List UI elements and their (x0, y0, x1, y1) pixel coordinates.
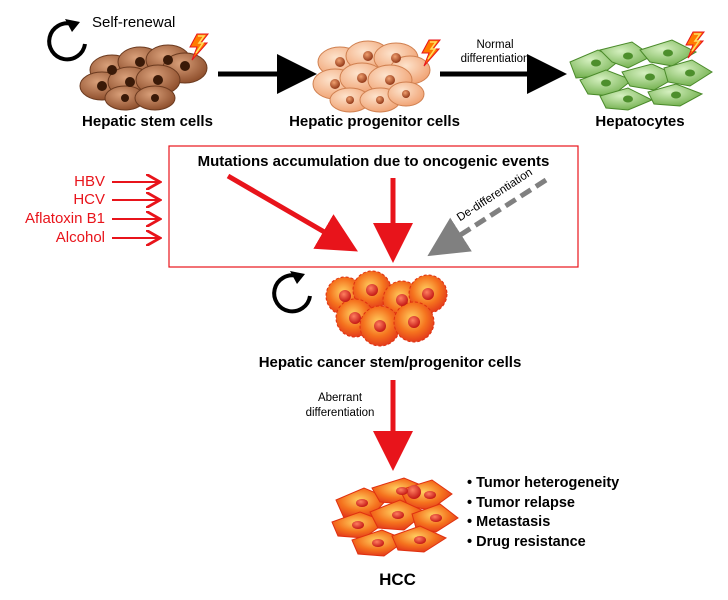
hcc-bullet: • Drug resistance (467, 533, 586, 550)
normal-differentiation-line2: differentiation (460, 53, 530, 65)
self-renewal-cycle-icon (272, 271, 312, 314)
risk-factor-alcohol: Alcohol (55, 229, 105, 246)
hcc-bullet: • Metastasis (467, 514, 551, 530)
hepatic-progenitor-cells-illustration (312, 40, 431, 113)
hcc-bullet: • Tumor heterogeneity (467, 475, 620, 491)
hepatic-stem-cells-label: Hepatic stem cells (82, 113, 213, 130)
hcc-bullet-text: Tumor heterogeneity (476, 475, 620, 491)
mutations-box (168, 145, 579, 268)
hcc-consequences-list: • Tumor heterogeneity • Tumor relapse • … (467, 474, 619, 552)
mutations-box-title: Mutations accumulation due to oncogenic … (197, 153, 550, 170)
hcc-label: HCC (379, 570, 416, 589)
self-renewal-label: Self-renewal (92, 14, 176, 31)
hepatic-cancer-stem-cells-illustration (325, 270, 448, 347)
hepatocytes-label: Hepatocytes (595, 113, 685, 130)
hcc-bullet: • Tumor relapse (467, 494, 575, 511)
normal-differentiation-line1: Normal (476, 39, 514, 51)
hepatic-progenitor-cells-label: Hepatic progenitor cells (289, 113, 460, 130)
hepatic-cancer-stem-cells-label: Hepatic cancer stem/progenitor cells (258, 354, 522, 371)
hcc-bullet-text: Drug resistance (476, 533, 586, 550)
normal-differentiation-label: Normal differentiation (440, 38, 550, 66)
risk-factor-hbv: HBV (74, 173, 105, 190)
self-renewal-cycle-icon (47, 19, 87, 62)
risk-factor-arrows (112, 182, 158, 238)
aberrant-differentiation-line1: Aberrant (317, 392, 363, 404)
aberrant-differentiation-line2: differentiation (305, 407, 375, 419)
hepatocytes-illustration (569, 39, 713, 111)
hcc-bullet-text: Tumor relapse (476, 494, 575, 511)
aberrant-differentiation-label: Aberrant differentiation (290, 391, 390, 421)
risk-factor-hcv: HCV (73, 191, 105, 208)
hcc-cells-illustration (331, 477, 459, 557)
risk-factor-aflatoxin: Aflatoxin B1 (24, 210, 105, 227)
hcc-bullet-text: Metastasis (476, 514, 551, 530)
de-differentiation-arrow (427, 177, 548, 257)
oncogenic-arrow-diagonal (226, 173, 358, 252)
hepatic-stem-cells-illustration (79, 44, 208, 111)
